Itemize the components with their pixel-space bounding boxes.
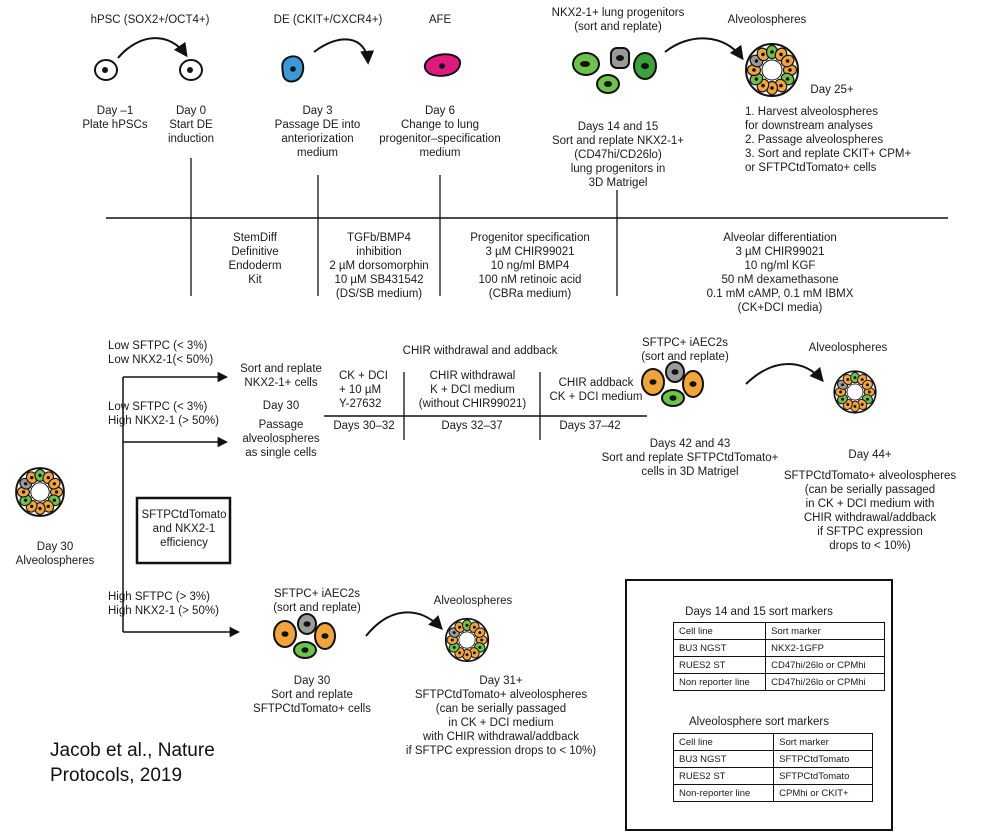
media-dssb: TGFb/BMP4 inhibition 2 µM dorsomorphin 1…: [329, 232, 429, 300]
alveolosphere-mid: [833, 370, 877, 414]
chir-days-1: Days 30–32: [333, 420, 395, 432]
table-cell: CD47hi/26lo or CPMhi: [765, 656, 885, 674]
label-day31-desc: Day 31+ SFTPCtdTomato+ alveolospheres (c…: [405, 675, 597, 757]
cond-low-high: Low SFTPC (< 3%) High NKX2-1 (> 50%): [108, 401, 219, 427]
step-day25: 1. Harvest alveolospheres for downstream…: [745, 106, 912, 174]
label-alveo-top: Alveolospheres: [727, 14, 807, 26]
action-passage: Passage alveolospheres as single cells: [242, 419, 320, 459]
timeline-ticks: [190, 158, 618, 296]
label-nkx: NKX2-1+ lung progenitors (sort and repla…: [551, 7, 685, 33]
table-row: Non-reporter line CPMhi or CKIT+: [672, 784, 873, 802]
afe-cell: [423, 53, 462, 77]
table-row: Cell line Sort marker: [672, 622, 885, 640]
chir-title: CHIR withdrawal and addback: [402, 345, 558, 357]
iaec2-cells-bottom: [273, 613, 336, 659]
label-day4243: Days 42 and 43 Sort and replate SFTPCtdT…: [601, 438, 779, 478]
iaec2-cells-mid: [641, 361, 704, 407]
table-cell: Non reporter line: [672, 673, 767, 691]
table-row: BU3 NGST NKX2-1GFP: [672, 639, 885, 657]
step-day6: Day 6 Change to lung progenitor–specific…: [379, 105, 501, 159]
label-alveo-mid: Alveolospheres: [808, 342, 888, 354]
chir-stage-3: CHIR addback CK + DCI medium: [549, 377, 643, 403]
label-day30-alveo: Day 30 Alveolospheres: [15, 541, 95, 567]
efficiency-box: [135, 496, 232, 565]
chir-stage-1: CK + DCI + 10 µM Y-27632: [339, 370, 388, 410]
table-row: Non reporter line CD47hi/26lo or CPMhi: [672, 673, 885, 691]
hpsc-cell-1: [94, 59, 118, 81]
arrow-de: [313, 38, 375, 65]
media-cbra: Progenitor specification 3 µM CHIR99021 …: [470, 232, 590, 300]
sort-markers-table-1: Cell line Sort marker BU3 NGST NKX2-1GFP…: [672, 622, 885, 691]
arrow-iaec-bottom: [365, 611, 443, 637]
chir-stage-2: CHIR withdrawal K + DCI medium (without …: [418, 370, 527, 410]
table-cell: NKX2-1GFP: [765, 639, 885, 657]
media-ckdci: Alveolar differentiation 3 µM CHIR99021 …: [706, 232, 854, 314]
step-day-minus1: Day –1 Plate hPSCs: [82, 105, 148, 131]
cond-high-high: High SFTPC (> 3%) High NKX2-1 (> 50%): [108, 591, 219, 617]
table-header-cell: Sort marker: [773, 733, 873, 751]
table-cell: CPMhi or CKIT+: [773, 784, 873, 802]
label-afe: AFE: [428, 14, 452, 26]
table-cell: Non-reporter line: [672, 784, 775, 802]
table-row: RUES2 ST CD47hi/26lo or CPMhi: [672, 656, 885, 674]
table-cell: CD47hi/26lo or CPMhi: [765, 673, 885, 691]
arrow-nkx: [664, 37, 744, 61]
step-day14: Days 14 and 15 Sort and replate NKX2-1+ …: [551, 121, 684, 189]
media-stemdiff: StemDiff Definitive Endoderm Kit: [228, 232, 282, 286]
step-day3: Day 3 Passage DE into anteriorization me…: [274, 105, 361, 159]
table-header-cell: Sort marker: [765, 622, 885, 640]
de-cell: [281, 55, 305, 83]
cond-low-low: Low SFTPC (< 3%) Low NKX2-1(< 50%): [108, 340, 214, 366]
table-header-cell: Cell line: [672, 733, 775, 751]
chir-days-3: Days 37–42: [559, 420, 621, 432]
table2-title: Alveolosphere sort markers: [689, 716, 829, 728]
label-day25: Day 25+: [810, 84, 854, 96]
label-day30-bottom: Day 30 Sort and replate SFTPCtdTomato+ c…: [253, 675, 371, 715]
nkx-progenitor-cells: [572, 47, 657, 94]
alveolosphere-bottom: [444, 617, 490, 663]
chir-days-2: Days 32–37: [441, 420, 503, 432]
label-day44-desc: SFTPCtdTomato+ alveolospheres (can be se…: [783, 470, 957, 552]
table-cell: BU3 NGST: [672, 750, 775, 768]
table-cell: BU3 NGST: [672, 639, 767, 657]
label-hpsc: hPSC (SOX2+/OCT4+): [90, 14, 210, 26]
arrow-hpsc: [117, 37, 188, 59]
label-iaec-mid: SFTPC+ iAEC2s (sort and replate): [641, 337, 729, 363]
table1-title: Days 14 and 15 sort markers: [685, 606, 833, 618]
table-header-cell: Cell line: [672, 622, 767, 640]
table-row: BU3 NGST SFTPCtdTomato: [672, 750, 873, 768]
label-day30-mid: Day 30: [262, 400, 300, 412]
step-day0: Day 0 Start DE induction: [167, 105, 215, 145]
table-row: Cell line Sort marker: [672, 733, 873, 751]
label-iaec-bottom: SFTPC+ iAEC2s (sort and replate): [273, 588, 361, 614]
day30-alveolosphere: [15, 467, 65, 517]
label-alveo-bottom: Alveolospheres: [433, 595, 513, 607]
action-sort-replate-nkx: Sort and replate NKX2-1+ cells: [240, 363, 322, 389]
alveolosphere-top: [745, 43, 799, 97]
table-cell: SFTPCtdTomato: [773, 750, 873, 768]
arrow-iaec-mid: [745, 363, 824, 385]
table-row: RUES2 ST SFTPCtdTomato: [672, 767, 873, 785]
efficiency-text: SFTPCtdTomato and NKX2-1 efficiency: [141, 509, 227, 549]
hpsc-cell-2: [179, 59, 203, 81]
table-cell: RUES2 ST: [672, 767, 775, 785]
sort-markers-table-2: Cell line Sort marker BU3 NGST SFTPCtdTo…: [672, 733, 873, 802]
table-cell: SFTPCtdTomato: [773, 767, 873, 785]
label-day44: Day 44+: [848, 449, 892, 461]
table-cell: RUES2 ST: [672, 656, 767, 674]
citation: Jacob et al., Nature Protocols, 2019: [50, 740, 215, 786]
label-de: DE (CKIT+/CXCR4+): [273, 14, 383, 26]
